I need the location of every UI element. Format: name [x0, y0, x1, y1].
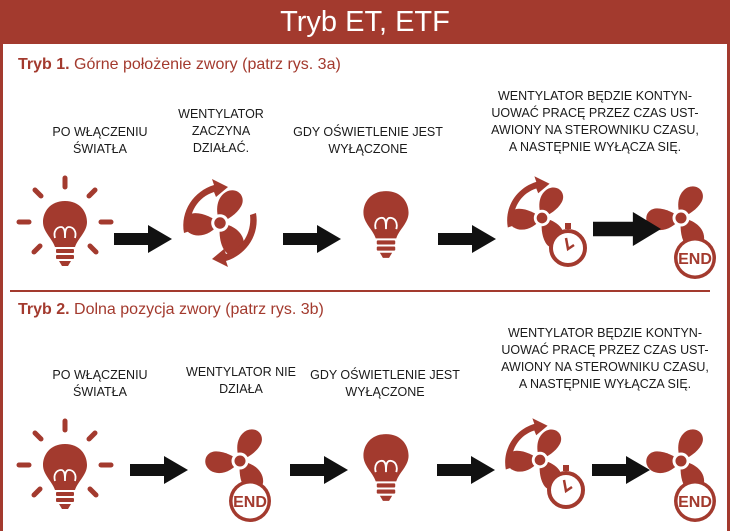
mode1-step3-caption: GDY OŚWIETLENIE JEST WYŁĄCZONE [293, 125, 443, 156]
mode2-title-bold: Tryb 2. [18, 301, 70, 318]
mode2-step2-caption: WENTYLATOR NIE DZIAŁA [186, 365, 296, 396]
mode1-step4-caption: WENTYLATOR BĘDZIE KONTYN- UOWAĆ PRACĘ PR… [491, 89, 699, 154]
mode-divider [10, 290, 710, 292]
mode1-arrow-3 [438, 225, 496, 253]
mode2-end-label-2: END [678, 494, 712, 511]
mode2-step1-caption: PO WŁĄCZENIU ŚWIATŁA [52, 368, 148, 399]
mode2-title-rest: Dolna pozycja zwory (patrz rys. 3b) [69, 301, 324, 318]
mode2-step3-caption: GDY OŚWIETLENIE JEST WYŁĄCZONE [310, 368, 460, 399]
mode1-arrow-1 [114, 225, 172, 253]
mode2-title: Tryb 2. Dolna pozycja zwory (patrz rys. … [18, 301, 324, 319]
mode1-arrow-2 [283, 225, 341, 253]
mode1-title: Tryb 1. Górne położenie zwory (patrz rys… [18, 56, 341, 74]
mode1-fan-running-icon [180, 179, 257, 267]
mode1-light-on-icon [16, 175, 114, 267]
mode2-end-label-1: END [233, 494, 267, 511]
mode1-arrow-4 [593, 212, 661, 246]
mode1-end-label: END [678, 251, 712, 268]
mode2-light-on-icon [16, 418, 114, 510]
mode2-fan-end-icon: END [642, 429, 716, 522]
mode2-step4-caption: WENTYLATOR BĘDZIE KONTYN- UOWAĆ PRACĘ PR… [501, 326, 709, 391]
mode2-fan-stopped-icon: END [201, 429, 271, 522]
mode1-title-bold: Tryb 1. [18, 56, 70, 73]
mode2-light-off-icon [362, 433, 410, 502]
mode1-fan-stopped-icon: END [642, 186, 716, 279]
mode2-fan-timer-icon [502, 418, 585, 509]
mode2-arrow-2 [290, 456, 348, 484]
mode1-step2-caption: WENTYLATOR ZACZYNA DZIAŁAĆ. [178, 107, 264, 155]
mode2-arrow-3 [437, 456, 495, 484]
mode1-step1-caption: PO WŁĄCZENIU ŚWIATŁA [52, 125, 148, 156]
mode1-light-off-icon [362, 190, 410, 259]
mode1-title-rest: Górne położenie zwory (patrz rys. 3a) [69, 56, 341, 73]
page-title: Tryb ET, ETF [0, 0, 730, 44]
mode1-fan-timer-icon [504, 176, 587, 267]
mode2-arrow-1 [130, 456, 188, 484]
mode2-arrow-4 [592, 456, 650, 484]
